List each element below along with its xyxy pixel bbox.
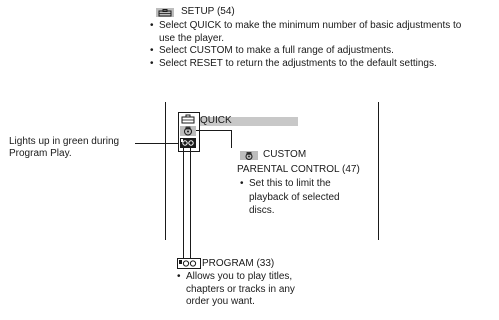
program-leader-left [183,148,184,260]
side-note: Lights up in green during Program Play. [9,136,120,159]
program-leader-right [190,148,191,260]
setup-toolbox-icon [156,8,174,17]
setup-bullet-custom: Select CUSTOM to make a full range of ad… [150,45,495,58]
custom-leader-vertical [231,130,232,148]
program-bullets: Allows you to play titles, chapters or t… [177,271,307,309]
menu-program-icon [180,138,196,148]
side-note-leader [135,143,178,144]
setup-heading: SETUP (54) [181,6,235,17]
menu-toolbox-icon [180,114,196,124]
custom-lock-face-icon [240,151,258,160]
parental-control-bullets: Set this to limit the playback of select… [240,177,360,218]
program-heading: PROGRAM (33) [202,258,275,269]
custom-label: CUSTOM [263,149,307,160]
setup-bullets: Select QUICK to make the minimum number … [150,20,495,70]
quick-highlight-bar [198,117,298,126]
parental-control-heading: PARENTAL CONTROL (47) [237,164,360,175]
custom-leader-horizontal [196,130,232,131]
setup-bullet-reset: Select RESET to return the adjustments t… [150,58,495,71]
menu-lock-face-icon [180,126,196,136]
program-bullet: Allows you to play titles, chapters or t… [177,271,307,309]
quick-label: QUICK [200,115,232,126]
screen-frame-left [165,102,166,240]
setup-bullet-quick: Select QUICK to make the minimum number … [150,20,479,45]
parental-control-bullet: Set this to limit the playback of select… [240,177,360,218]
program-icon [177,258,201,269]
screen-frame-right [378,102,379,240]
